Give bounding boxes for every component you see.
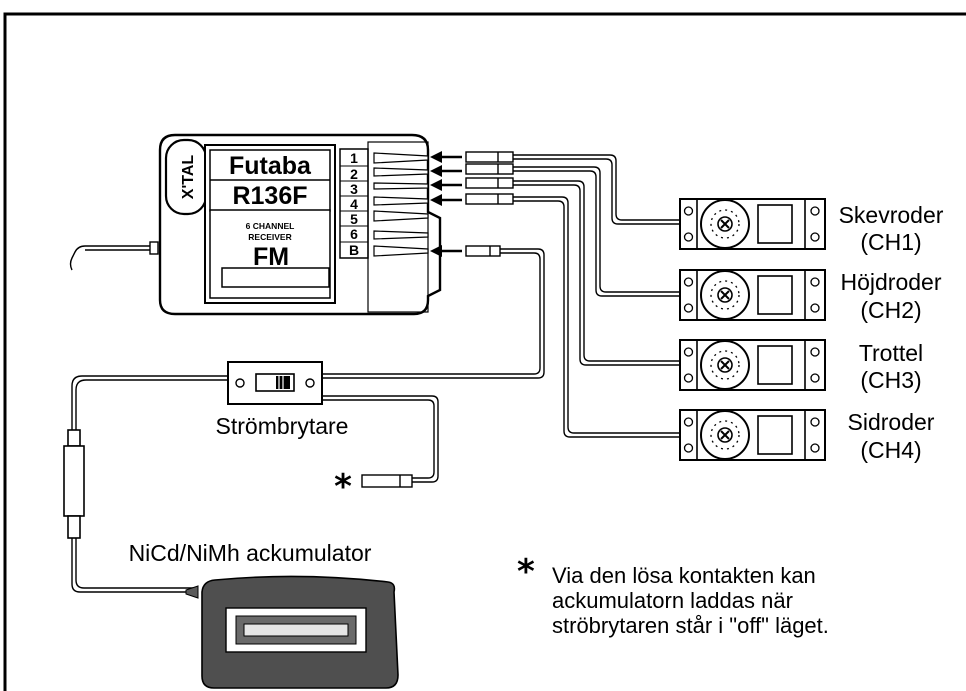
servo-ch2 bbox=[679, 269, 826, 321]
servo-channel-label: (CH3) bbox=[860, 367, 921, 393]
servo-ch4 bbox=[679, 409, 826, 461]
charge-connector bbox=[361, 474, 413, 488]
charging-note: Via den lösa kontakten kan ackumulatorn … bbox=[552, 563, 952, 638]
power-wires bbox=[71, 248, 545, 593]
servo-connectors bbox=[465, 151, 514, 257]
brand-label: Futaba bbox=[229, 152, 312, 180]
servo-wires bbox=[513, 154, 684, 438]
port-dividers bbox=[340, 165, 368, 243]
model-label: R136F bbox=[232, 182, 307, 210]
port-label: 2 bbox=[350, 166, 358, 182]
battery-label: NiCd/NiMh ackumulator bbox=[129, 540, 372, 566]
channel-text-1: 6 CHANNEL bbox=[246, 221, 295, 231]
port-label: 5 bbox=[350, 211, 358, 227]
servo-name-label: Skevroder bbox=[839, 202, 944, 228]
port-label: B bbox=[349, 242, 359, 258]
channel-text-2: RECEIVER bbox=[248, 232, 291, 242]
servo-name-label: Sidroder bbox=[848, 409, 935, 435]
note-line: Via den lösa kontakten kan bbox=[552, 563, 816, 588]
note-marker: * bbox=[517, 552, 535, 592]
port-label: 1 bbox=[350, 150, 358, 166]
switch-label: Strömbrytare bbox=[216, 413, 349, 439]
battery-pack bbox=[185, 575, 399, 689]
port-label: 6 bbox=[350, 226, 358, 242]
antenna bbox=[69, 241, 159, 271]
port-slots bbox=[373, 152, 429, 257]
port-label: 4 bbox=[350, 196, 358, 212]
note-line: ströbrytaren står i "off" läget. bbox=[552, 613, 829, 638]
frame bbox=[3, 12, 966, 691]
servo-ch1 bbox=[679, 198, 826, 250]
crystal-label: X'TAL bbox=[180, 155, 197, 200]
modulation-label: FM bbox=[253, 243, 289, 271]
receiver bbox=[158, 133, 442, 316]
servo-channel-label: (CH4) bbox=[860, 437, 921, 463]
servo-ch3 bbox=[679, 339, 826, 391]
note-line: ackumulatorn laddas när bbox=[552, 588, 793, 613]
servo-channel-label: (CH2) bbox=[860, 297, 921, 323]
port-labels: 1 2 3 4 5 6 B bbox=[349, 150, 359, 258]
battery-lead-connector bbox=[63, 429, 85, 539]
power-switch bbox=[227, 361, 323, 405]
port-label: 3 bbox=[350, 181, 358, 197]
servo-name-label: Höjdroder bbox=[841, 269, 942, 295]
servo-name-label: Trottel bbox=[859, 340, 923, 366]
charge-marker: * bbox=[334, 467, 352, 507]
plug-arrows bbox=[430, 151, 462, 257]
servo-channel-label: (CH1) bbox=[860, 229, 921, 255]
